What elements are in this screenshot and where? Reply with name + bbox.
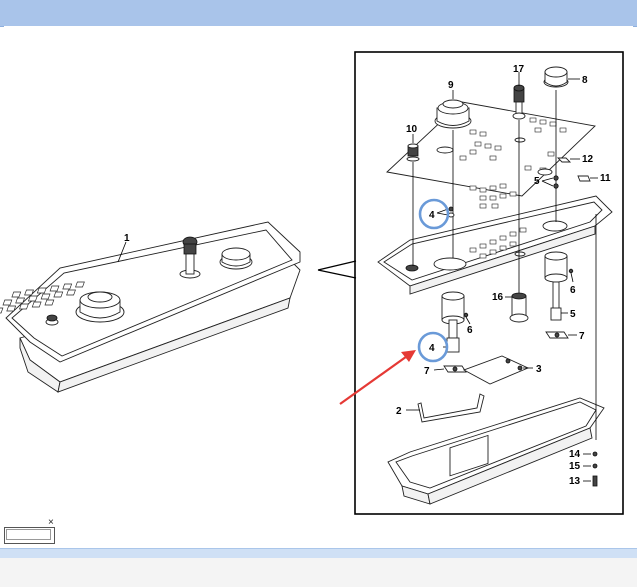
callout-7-left: 7 bbox=[424, 366, 430, 377]
footer-area bbox=[0, 558, 637, 587]
callout-7-right: 7 bbox=[579, 331, 585, 342]
assembled-control-panel bbox=[0, 221, 301, 393]
callout-4-upper: 4 bbox=[429, 210, 435, 221]
highlight-circle-upper bbox=[418, 198, 450, 230]
minimized-panel-field bbox=[6, 529, 51, 540]
detail-pointer bbox=[317, 260, 357, 279]
callout-17: 17 bbox=[513, 64, 525, 75]
callout-9: 9 bbox=[448, 80, 454, 91]
callout-6-left: 6 bbox=[467, 325, 473, 336]
close-icon[interactable]: × bbox=[48, 517, 54, 528]
exploded-view bbox=[377, 66, 613, 505]
callout-6-right: 6 bbox=[570, 285, 576, 296]
callout-2: 2 bbox=[396, 406, 402, 417]
minimized-panel: × bbox=[4, 517, 55, 545]
callout-13: 13 bbox=[569, 476, 581, 487]
callout-8: 8 bbox=[582, 75, 588, 86]
callout-5-upper: 5 bbox=[534, 176, 540, 187]
callout-5-lower: 5 bbox=[570, 309, 576, 320]
callout-12: 12 bbox=[582, 154, 594, 165]
highlight-circle-lower bbox=[417, 331, 449, 363]
callout-15: 15 bbox=[569, 461, 581, 472]
red-arrow bbox=[339, 350, 416, 405]
callout-1: 1 bbox=[124, 233, 130, 244]
callout-10: 10 bbox=[406, 124, 418, 135]
callout-11: 11 bbox=[600, 173, 611, 184]
callout-3: 3 bbox=[536, 364, 542, 375]
bottom-bar bbox=[0, 548, 637, 558]
detail-frame bbox=[354, 51, 624, 515]
callout-4-lower: 4 bbox=[429, 343, 435, 354]
callout-14: 14 bbox=[569, 449, 581, 460]
callout-16: 16 bbox=[492, 292, 504, 303]
